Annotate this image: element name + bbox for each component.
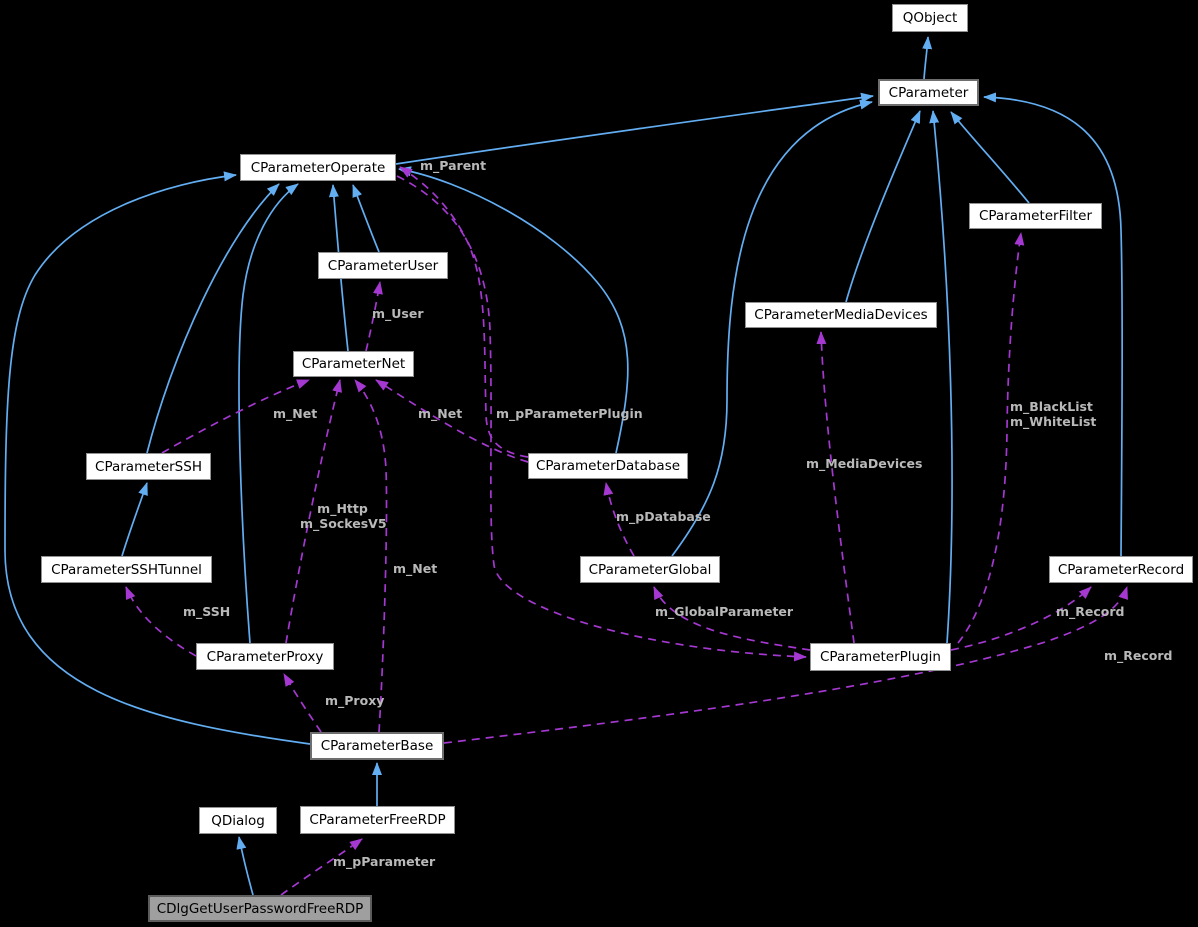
edge-usage-m-pparameter (280, 838, 363, 896)
node-label: CParameterMediaDevices (754, 307, 928, 323)
node-label: QObject (902, 10, 958, 26)
node-cparameterdatabase[interactable]: CParameterDatabase (528, 453, 688, 479)
node-label: CDlgGetUserPasswordFreeRDP (156, 900, 364, 917)
node-cparametersshtunnel[interactable]: CParameterSSHTunnel (41, 556, 212, 583)
edge-label-m-mediadevices: m_MediaDevices (806, 456, 923, 471)
node-label: CParameterSSHTunnel (51, 561, 202, 578)
edge-cparameterssh-extends-cparameteroperate (146, 183, 280, 454)
edge-cparameter-extends-qobject (922, 36, 933, 80)
edge-label-m-pparameterplugin: m_pParameterPlugin (496, 406, 643, 421)
node-cdlggetuserpasswordfreerdp: CDlgGetUserPasswordFreeRDP (148, 895, 372, 922)
edge-cparameterrecord-extends-cparameter (983, 92, 1124, 557)
edge-label-m-ssh: m_SSH (183, 604, 231, 619)
node-cparameternet[interactable]: CParameterNet (293, 351, 414, 377)
edge-usage-m-ssh (125, 586, 197, 657)
edge-cparameterglobal-extends-cparameter (671, 99, 873, 557)
edge-cparameterplugin-extends-cparameter (929, 110, 953, 644)
node-cparameterrecord[interactable]: CParameterRecord (1049, 556, 1193, 583)
edge-usage-m-blacklist-whitelist (957, 232, 1025, 644)
node-label: QDialog (211, 812, 265, 829)
node-label: CParameterFreeRDP (309, 812, 446, 828)
edge-label-m-pparameter: m_pParameter (333, 854, 436, 869)
edge-label-m-blacklist-whitelist: m_BlackList m_WhiteList (1010, 399, 1097, 429)
edge-cparameterproxy-extends-cparameteroperate (238, 183, 299, 644)
edge-label-m-globalparameter: m_GlobalParameter (655, 604, 794, 619)
edge-usage-m-record-from-plugin (950, 586, 1092, 651)
node-label: CParameter (888, 84, 969, 101)
edge-cparameterbase-extends-cparameteroperate (4, 171, 311, 745)
node-label: CParameterRecord (1057, 561, 1185, 578)
node-label: CParameterGlobal (588, 561, 712, 578)
node-cparameterssh[interactable]: CParameterSSH (86, 453, 211, 480)
node-cparameterbase[interactable]: CParameterBase (310, 732, 444, 760)
node-cparameterglobal[interactable]: CParameterGlobal (580, 556, 720, 583)
node-label: CParameterBase (320, 738, 434, 754)
edge-cparametermediadevices-extends-cparameter (845, 110, 921, 303)
edge-usage-m-net-from-base (354, 379, 388, 733)
edge-label-m-http-sockesv5: m_Http m_SockesV5 (300, 501, 387, 531)
edge-usage-m-net-from-database (375, 379, 529, 463)
edge-cparameterdatabase-extends-cparameteroperate (398, 166, 629, 454)
node-cparameteroperate[interactable]: CParameterOperate (240, 154, 396, 181)
edge-label-m-parent: m_Parent (420, 158, 487, 173)
node-cparameterproxy[interactable]: CParameterProxy (196, 643, 334, 670)
edge-label-m-record-base: m_Record (1104, 648, 1173, 663)
node-label: CParameterUser (327, 257, 439, 274)
node-label: CParameterSSH (95, 458, 202, 475)
node-label: CParameterFilter (978, 208, 1093, 224)
node-label: CParameterNet (301, 356, 406, 372)
node-cparameterplugin[interactable]: CParameterPlugin (810, 643, 951, 671)
edge-usage-m-proxy (283, 673, 322, 733)
edge-cdlggetuserpasswordfreerdp-extends-qdialog (236, 836, 254, 896)
node-cparameteruser[interactable]: CParameterUser (318, 252, 448, 279)
node-label: CParameterDatabase (535, 458, 681, 474)
edge-usage-m-globalparameter (653, 586, 811, 651)
edge-cparametersshtunnel-extends-cparameterssh (121, 482, 148, 557)
edge-label-m-net-database: m_Net (418, 406, 463, 421)
node-qobject[interactable]: QObject (892, 4, 968, 32)
edge-cparameterfilter-extends-cparameter (950, 111, 1030, 204)
node-cparameter[interactable]: CParameter (878, 79, 979, 106)
edge-label-m-user: m_User (372, 306, 424, 321)
edge-label-m-proxy: m_Proxy (325, 693, 385, 708)
edge-usage-m-mediadevices (816, 331, 855, 644)
edge-label-m-net-base: m_Net (393, 561, 438, 576)
edge-usage-m-parent (399, 166, 529, 458)
edge-label-m-net-ssh: m_Net (273, 406, 318, 421)
edge-usage-m-http-sockesv5 (285, 379, 342, 644)
edge-usage-m-record-from-base (443, 586, 1128, 744)
node-qdialog[interactable]: QDialog (199, 807, 277, 834)
edge-usage-m-pdatabase (603, 482, 635, 557)
node-label: CParameterPlugin (820, 649, 941, 665)
edge-cparameteruser-extends-cparameteroperate (352, 184, 380, 253)
node-cparametermediadevices[interactable]: CParameterMediaDevices (745, 302, 937, 328)
edge-usage-m-net-from-ssh (161, 379, 310, 454)
edge-label-m-record-plugin: m_Record (1056, 604, 1125, 619)
edge-usage-m-user (365, 281, 383, 352)
edge-cparameteroperate-extends-cparameter (395, 92, 874, 165)
node-cparameterfilter[interactable]: CParameterFilter (969, 203, 1102, 229)
edge-label-m-pdatabase: m_pDatabase (616, 509, 711, 524)
node-cparameterfreerdp[interactable]: CParameterFreeRDP (300, 806, 455, 834)
node-label: CParameterOperate (250, 159, 386, 176)
node-label: CParameterProxy (206, 648, 324, 665)
